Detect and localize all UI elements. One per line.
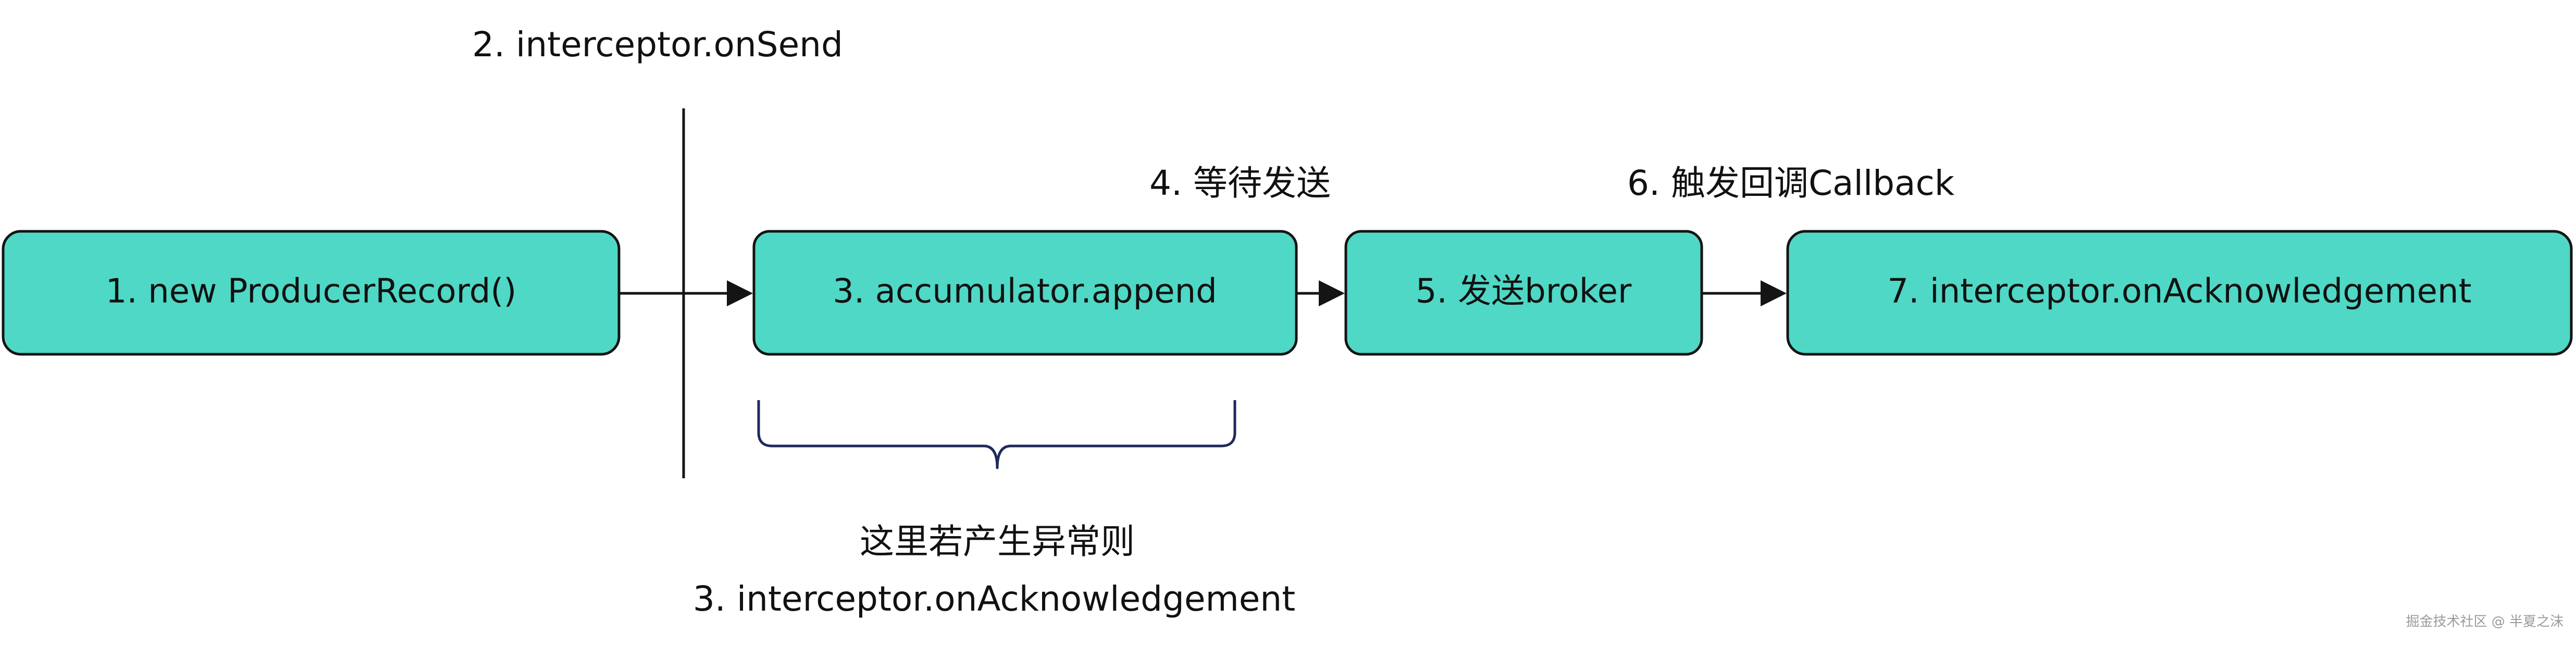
- box-new-producer-record: 1. new ProducerRecord(): [2, 230, 621, 356]
- label-exception-note: 这里若产生异常则: [860, 522, 1135, 562]
- box-new-producer-record-label: 1. new ProducerRecord(): [106, 272, 517, 311]
- label-on-send: 2. interceptor.onSend: [472, 24, 843, 65]
- label-trigger-callback: 6. 触发回调Callback: [1627, 163, 1955, 203]
- box-send-broker-label: 5. 发送broker: [1416, 272, 1632, 311]
- label-wait-send: 4. 等待发送: [1149, 163, 1331, 203]
- box-on-acknowledgement-label: 7. interceptor.onAcknowledgement: [1887, 272, 2471, 311]
- label-exception-ack: 3. interceptor.onAcknowledgement: [693, 579, 1295, 619]
- box-accumulator-append: 3. accumulator.append: [752, 230, 1298, 356]
- box-accumulator-append-label: 3. accumulator.append: [833, 272, 1217, 311]
- watermark-text: 掘金技术社区 @ 半夏之沫: [2406, 614, 2563, 630]
- box-on-acknowledgement: 7. interceptor.onAcknowledgement: [1786, 230, 2573, 356]
- box-send-broker: 5. 发送broker: [1344, 230, 1703, 356]
- exception-scope-brace: [757, 400, 1236, 469]
